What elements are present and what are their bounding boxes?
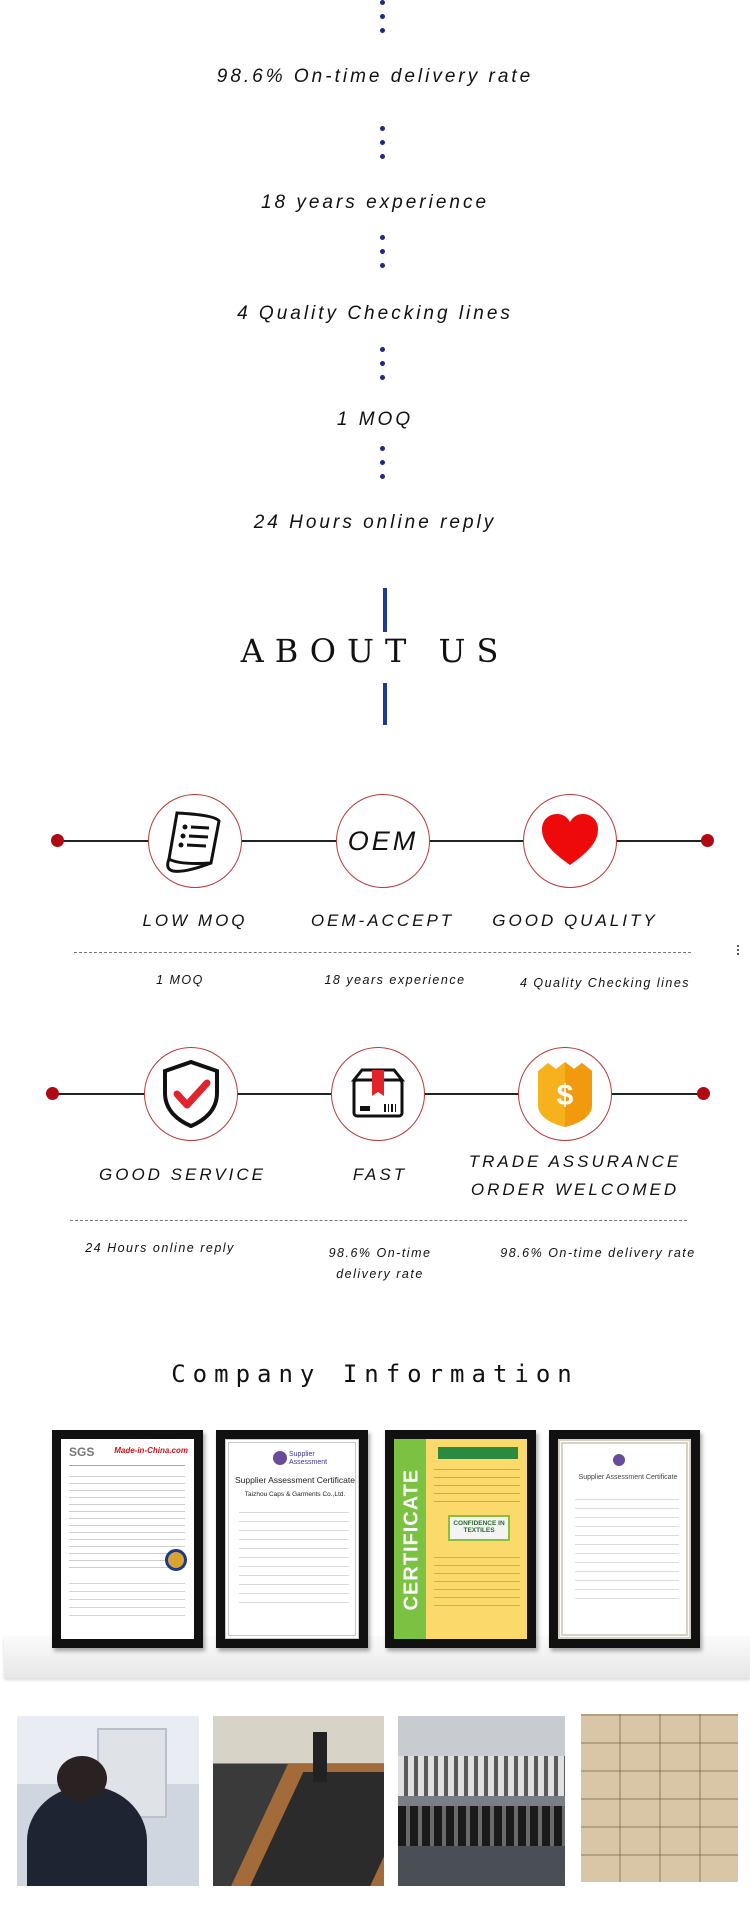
feature-label-trade-assurance: TRADE ASSURANCE <box>468 1152 682 1171</box>
feature-label-low-moq: LOW MOQ <box>142 911 248 930</box>
stat-moq: 1 MOQ <box>336 409 414 430</box>
company-information-heading: Company Information <box>171 1360 579 1388</box>
heart-icon <box>542 814 598 865</box>
timeline-end-dot <box>51 834 64 847</box>
certificate-textile: CERTIFICATE CONFIDENCE IN TEXTILES <box>394 1439 527 1639</box>
about-top-bar <box>383 588 387 632</box>
timeline-end-dot <box>701 834 714 847</box>
feature-detail-quality-lines: 4 Quality Checking lines <box>519 976 691 990</box>
good-quality-circle <box>523 794 617 888</box>
feature-label-oem-accept: OEM-ACCEPT <box>310 911 455 930</box>
certificate-frame-supplier-assessment: Supplier Assessment Supplier Assessment … <box>216 1430 368 1648</box>
about-us-heading: ABOUT US <box>240 632 510 670</box>
photo-assembly-line <box>213 1716 384 1886</box>
package-box-icon <box>350 1068 406 1118</box>
timeline-end-dot <box>46 1087 59 1100</box>
stat-online-reply: 24 Hours online reply <box>253 512 497 533</box>
feature-detail-on-time: 98.6% On-time <box>328 1246 432 1260</box>
connector-dots <box>380 126 386 168</box>
photo-embroidery-machines <box>398 1716 565 1886</box>
feature-label-fast: FAST <box>352 1165 408 1184</box>
connector-dots <box>380 446 386 488</box>
assessment-logo-text: Supplier Assessment <box>289 1451 328 1466</box>
feature-detail-on-time-delivery: 98.6% On-time delivery rate <box>500 1246 696 1260</box>
svg-text:$: $ <box>557 1079 574 1112</box>
sgs-logo: SGS <box>69 1445 95 1459</box>
assessment-logo-icon <box>273 1451 287 1465</box>
oem-badge-text: OEM <box>347 825 419 856</box>
fast-circle <box>331 1047 425 1141</box>
dollar-shield-icon: $ <box>538 1062 592 1127</box>
feature-label-good-service: GOOD SERVICE <box>99 1165 266 1184</box>
connector-dots <box>380 347 386 389</box>
certificate-sgs: SGS Made-in-China.com <box>61 1439 194 1639</box>
certificate-supplier-assessment: Supplier Assessment Supplier Assessment … <box>225 1439 359 1639</box>
certificate-frame-textile: CERTIFICATE CONFIDENCE IN TEXTILES <box>385 1430 536 1648</box>
low-moq-circle <box>148 794 242 888</box>
feature-detail-experience: 18 years experience <box>324 973 466 987</box>
trade-assurance-circle: $ <box>518 1047 612 1141</box>
connector-dots <box>380 0 386 42</box>
assessment-cert-title: Supplier Assessment Certificate <box>235 1475 355 1485</box>
divider-dashed <box>70 1220 687 1221</box>
connector-dots <box>380 235 386 277</box>
stat-on-time-delivery: 98.6% On-time delivery rate <box>216 66 534 87</box>
good-service-circle <box>144 1047 238 1141</box>
divider-dashed <box>74 952 691 953</box>
made-in-china-logo: Made-in-China.com <box>114 1446 188 1455</box>
shield-check-icon <box>163 1059 219 1129</box>
certificate-frame-sgs: SGS Made-in-China.com <box>52 1430 203 1648</box>
feature-label-good-quality: GOOD QUALITY <box>492 911 658 930</box>
certificate-frame-supplier: Supplier Assessment Certificate <box>549 1430 700 1648</box>
certificate-side-text: CERTIFICATE <box>400 1468 423 1611</box>
timeline-end-dot <box>697 1087 710 1100</box>
document-scroll-icon <box>166 811 221 873</box>
feature-detail-moq: 1 MOQ <box>156 973 204 987</box>
about-bottom-bar <box>383 683 387 725</box>
feature-detail-delivery-rate: delivery rate <box>336 1267 424 1281</box>
photo-sewing-worker <box>17 1716 199 1886</box>
supplier-cert-title: Supplier Assessment Certificate <box>578 1474 678 1481</box>
divider-end-mark <box>737 945 739 955</box>
oem-circle: OEM <box>336 794 430 888</box>
feature-detail-online-reply: 24 Hours online reply <box>85 1241 235 1255</box>
confidence-badge: CONFIDENCE IN TEXTILES <box>448 1515 510 1541</box>
feature-label-order-welcomed: ORDER WELCOMED <box>470 1180 680 1199</box>
seal-icon <box>165 1549 187 1571</box>
stat-years-experience: 18 years experience <box>260 192 490 213</box>
supplier-logo-icon <box>613 1454 625 1466</box>
stat-quality-lines: 4 Quality Checking lines <box>237 303 513 324</box>
assessment-cert-company: Taizhou Caps & Garments Co.,Ltd. <box>244 1491 346 1498</box>
photo-warehouse-boxes <box>581 1714 738 1882</box>
certificate-supplier: Supplier Assessment Certificate <box>558 1439 691 1639</box>
